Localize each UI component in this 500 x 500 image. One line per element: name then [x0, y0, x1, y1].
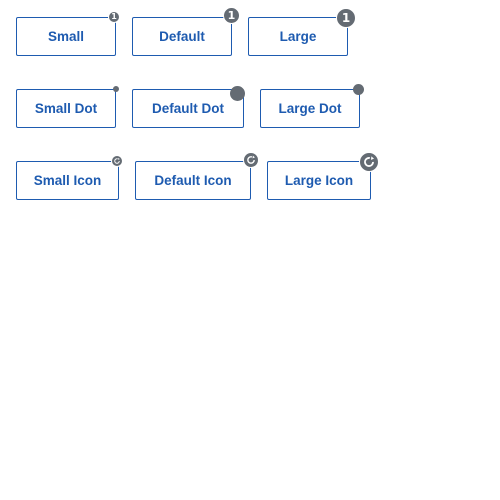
refresh-icon — [359, 152, 379, 172]
large-dot-badge — [353, 84, 364, 95]
small-button[interactable]: Small — [16, 17, 116, 56]
small-icon-button[interactable]: Small Icon — [16, 161, 119, 200]
default-icon-button[interactable]: Default Icon — [135, 161, 251, 200]
small-dot-button[interactable]: Small Dot — [16, 89, 116, 128]
default-button[interactable]: Default — [132, 17, 232, 56]
refresh-icon — [111, 155, 123, 167]
refresh-icon — [243, 152, 259, 168]
large-button[interactable]: Large — [248, 17, 348, 56]
large-dot-button[interactable]: Large Dot — [260, 89, 360, 128]
small-dot-badge — [113, 86, 119, 92]
default-count-badge: 1 — [223, 7, 240, 24]
large-count-badge: 1 — [336, 8, 356, 28]
default-dot-button[interactable]: Default Dot — [132, 89, 244, 128]
small-count-badge: 1 — [108, 11, 120, 23]
large-icon-button[interactable]: Large Icon — [267, 161, 371, 200]
default-dot-badge — [230, 86, 245, 101]
